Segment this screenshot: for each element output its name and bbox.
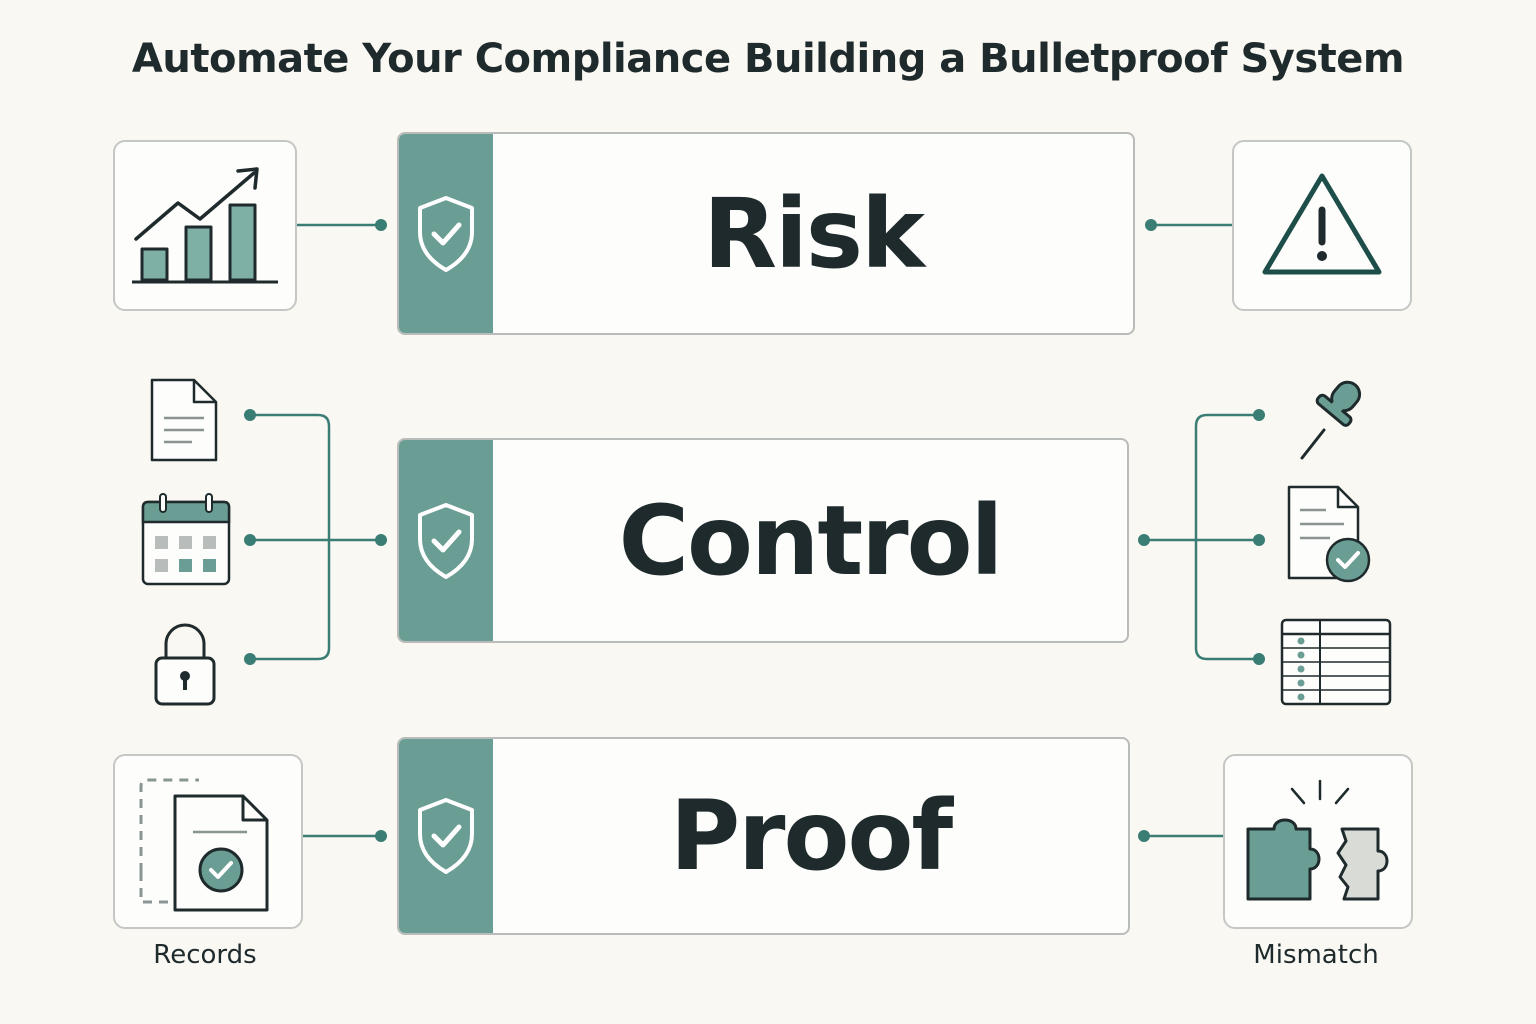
bar-chart-trend-icon	[132, 166, 278, 283]
proof-band	[399, 739, 493, 933]
records-box	[113, 754, 303, 929]
risk-band	[399, 134, 493, 333]
calendar-icon	[141, 493, 231, 586]
table-icon	[1280, 618, 1392, 706]
risk-label: Risk	[703, 177, 925, 290]
mismatch-box	[1223, 754, 1413, 929]
risk-chart-box	[113, 140, 297, 311]
proof-label: Proof	[669, 780, 953, 892]
document-icon	[150, 378, 218, 462]
control-bar: Control	[397, 438, 1129, 643]
records-caption: Records	[153, 940, 257, 970]
page-title: Automate Your Compliance Building a Bull…	[131, 36, 1405, 82]
records-icon	[139, 778, 269, 911]
proof-bar: Proof	[397, 737, 1130, 935]
shield-check-icon	[418, 502, 474, 579]
puzzle-mismatch-icon	[1246, 779, 1389, 900]
approved-document-icon	[1287, 485, 1371, 583]
mismatch-caption: Mismatch	[1253, 940, 1379, 970]
control-band	[399, 440, 493, 641]
risk-warning-box	[1232, 140, 1412, 311]
risk-bar: Risk	[397, 132, 1135, 335]
shield-check-icon	[418, 798, 474, 874]
pushpin-icon	[1300, 380, 1362, 460]
warning-triangle-icon	[1262, 173, 1382, 274]
shield-check-icon	[418, 195, 474, 272]
padlock-icon	[154, 623, 216, 706]
control-label: Control	[618, 484, 1004, 597]
